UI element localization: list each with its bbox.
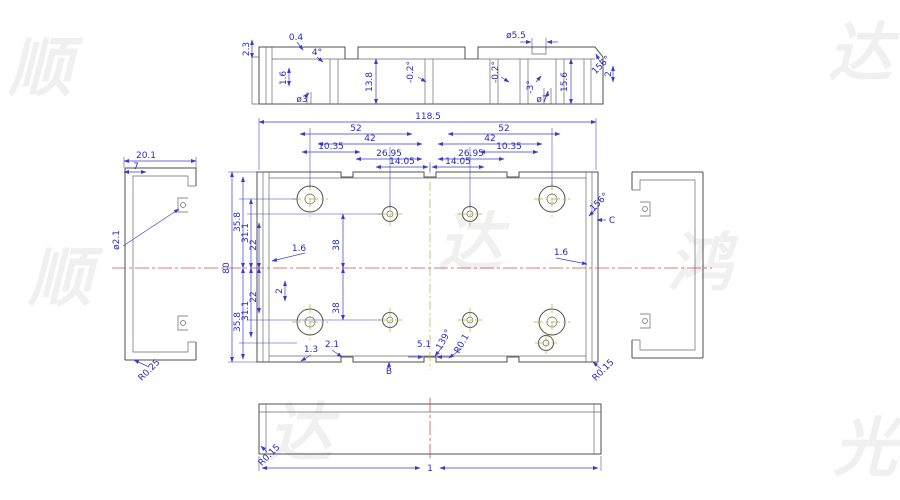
dimension-label: 14.05 — [389, 157, 415, 167]
dimension-label: 10.35 — [496, 142, 522, 152]
watermark-text: 达 — [438, 206, 510, 281]
right-side-view — [631, 171, 704, 359]
watermark-text: 顺 — [7, 31, 84, 106]
dimension-label: 2 — [604, 71, 614, 77]
dimension-label: 31.1 — [241, 301, 251, 321]
dimension-label: 1.6 — [292, 244, 307, 254]
dimension-label: C — [609, 216, 615, 226]
watermark-text: 光 — [833, 411, 900, 486]
dimension-label: ø2.1 — [112, 230, 122, 250]
dimension-label: 139° — [435, 328, 455, 352]
dimension-label: 26.95 — [458, 149, 484, 159]
dimension-label: 5.1 — [417, 340, 431, 350]
dimension-label: 20.1 — [136, 151, 156, 161]
dimension-label: ø3 — [296, 95, 307, 105]
dimension-label: 38 — [332, 302, 342, 314]
dimension-label: 31.1 — [241, 223, 251, 243]
dimension-label: 26.95 — [376, 149, 402, 159]
watermark-text: 顺 — [27, 241, 104, 316]
dimension-label: 42 — [484, 134, 495, 144]
dimension-label: B — [386, 367, 392, 377]
centerlines — [112, 165, 712, 460]
dimension-label: 52 — [350, 124, 361, 134]
dimension-label: ø7 — [536, 95, 547, 105]
dimension-label: 1.3 — [304, 345, 318, 355]
dimension-label: 0.4 — [289, 33, 304, 43]
dimension-label: ø5.5 — [506, 31, 526, 41]
dimension-label: 7 — [133, 162, 139, 172]
dimension-label: 13.8 — [365, 72, 375, 92]
dimension-label: 80 — [222, 262, 232, 274]
dimension-label: 15.6 — [560, 72, 570, 92]
dimension-label: -3° — [526, 80, 536, 93]
dimension-label: 2 — [275, 288, 285, 294]
dimension-label: -0.2° — [491, 61, 501, 83]
front-view — [256, 171, 599, 363]
left-side-view — [124, 167, 197, 361]
dimension-label: 22 — [249, 291, 259, 302]
centermarks — [292, 181, 570, 354]
dimension-layer — [122, 38, 615, 471]
watermark-layer: 顺顺达达鸿达光 — [7, 16, 900, 486]
dimension-label: 35.8 — [233, 312, 243, 332]
dimension-label: 14.05 — [445, 157, 471, 167]
dimension-label: R0.1 — [453, 333, 472, 356]
watermark-text: 达 — [268, 396, 340, 471]
dimension-label: 2.1 — [325, 340, 339, 350]
dimension-labels: 2.3 0.4 4° 1.6 ø3 13.8 -0.2° -0.2° ø5.5 -3°ø7 15.6… — [112, 31, 616, 474]
dimension-label: 10.35 — [318, 142, 344, 152]
dimension-label: 118.5 — [415, 112, 441, 122]
dimension-label: 42 — [364, 134, 375, 144]
watermark-text: 达 — [828, 16, 900, 91]
dimension-label: 1 — [427, 464, 433, 474]
dimension-label: 2.3 — [242, 42, 252, 56]
dimension-label: -0.2° — [406, 61, 416, 83]
dimension-label: R0.25 — [137, 358, 163, 384]
top-profile-view — [251, 46, 604, 105]
dimension-label: 38 — [332, 239, 342, 251]
dimension-label: 22 — [249, 239, 259, 250]
dimension-label: 35.8 — [233, 212, 243, 232]
dimension-label: 1.6 — [279, 71, 289, 86]
dimension-label: 52 — [498, 124, 509, 134]
dimension-label: 1.6 — [554, 248, 569, 258]
dimension-label: 4° — [312, 48, 322, 58]
